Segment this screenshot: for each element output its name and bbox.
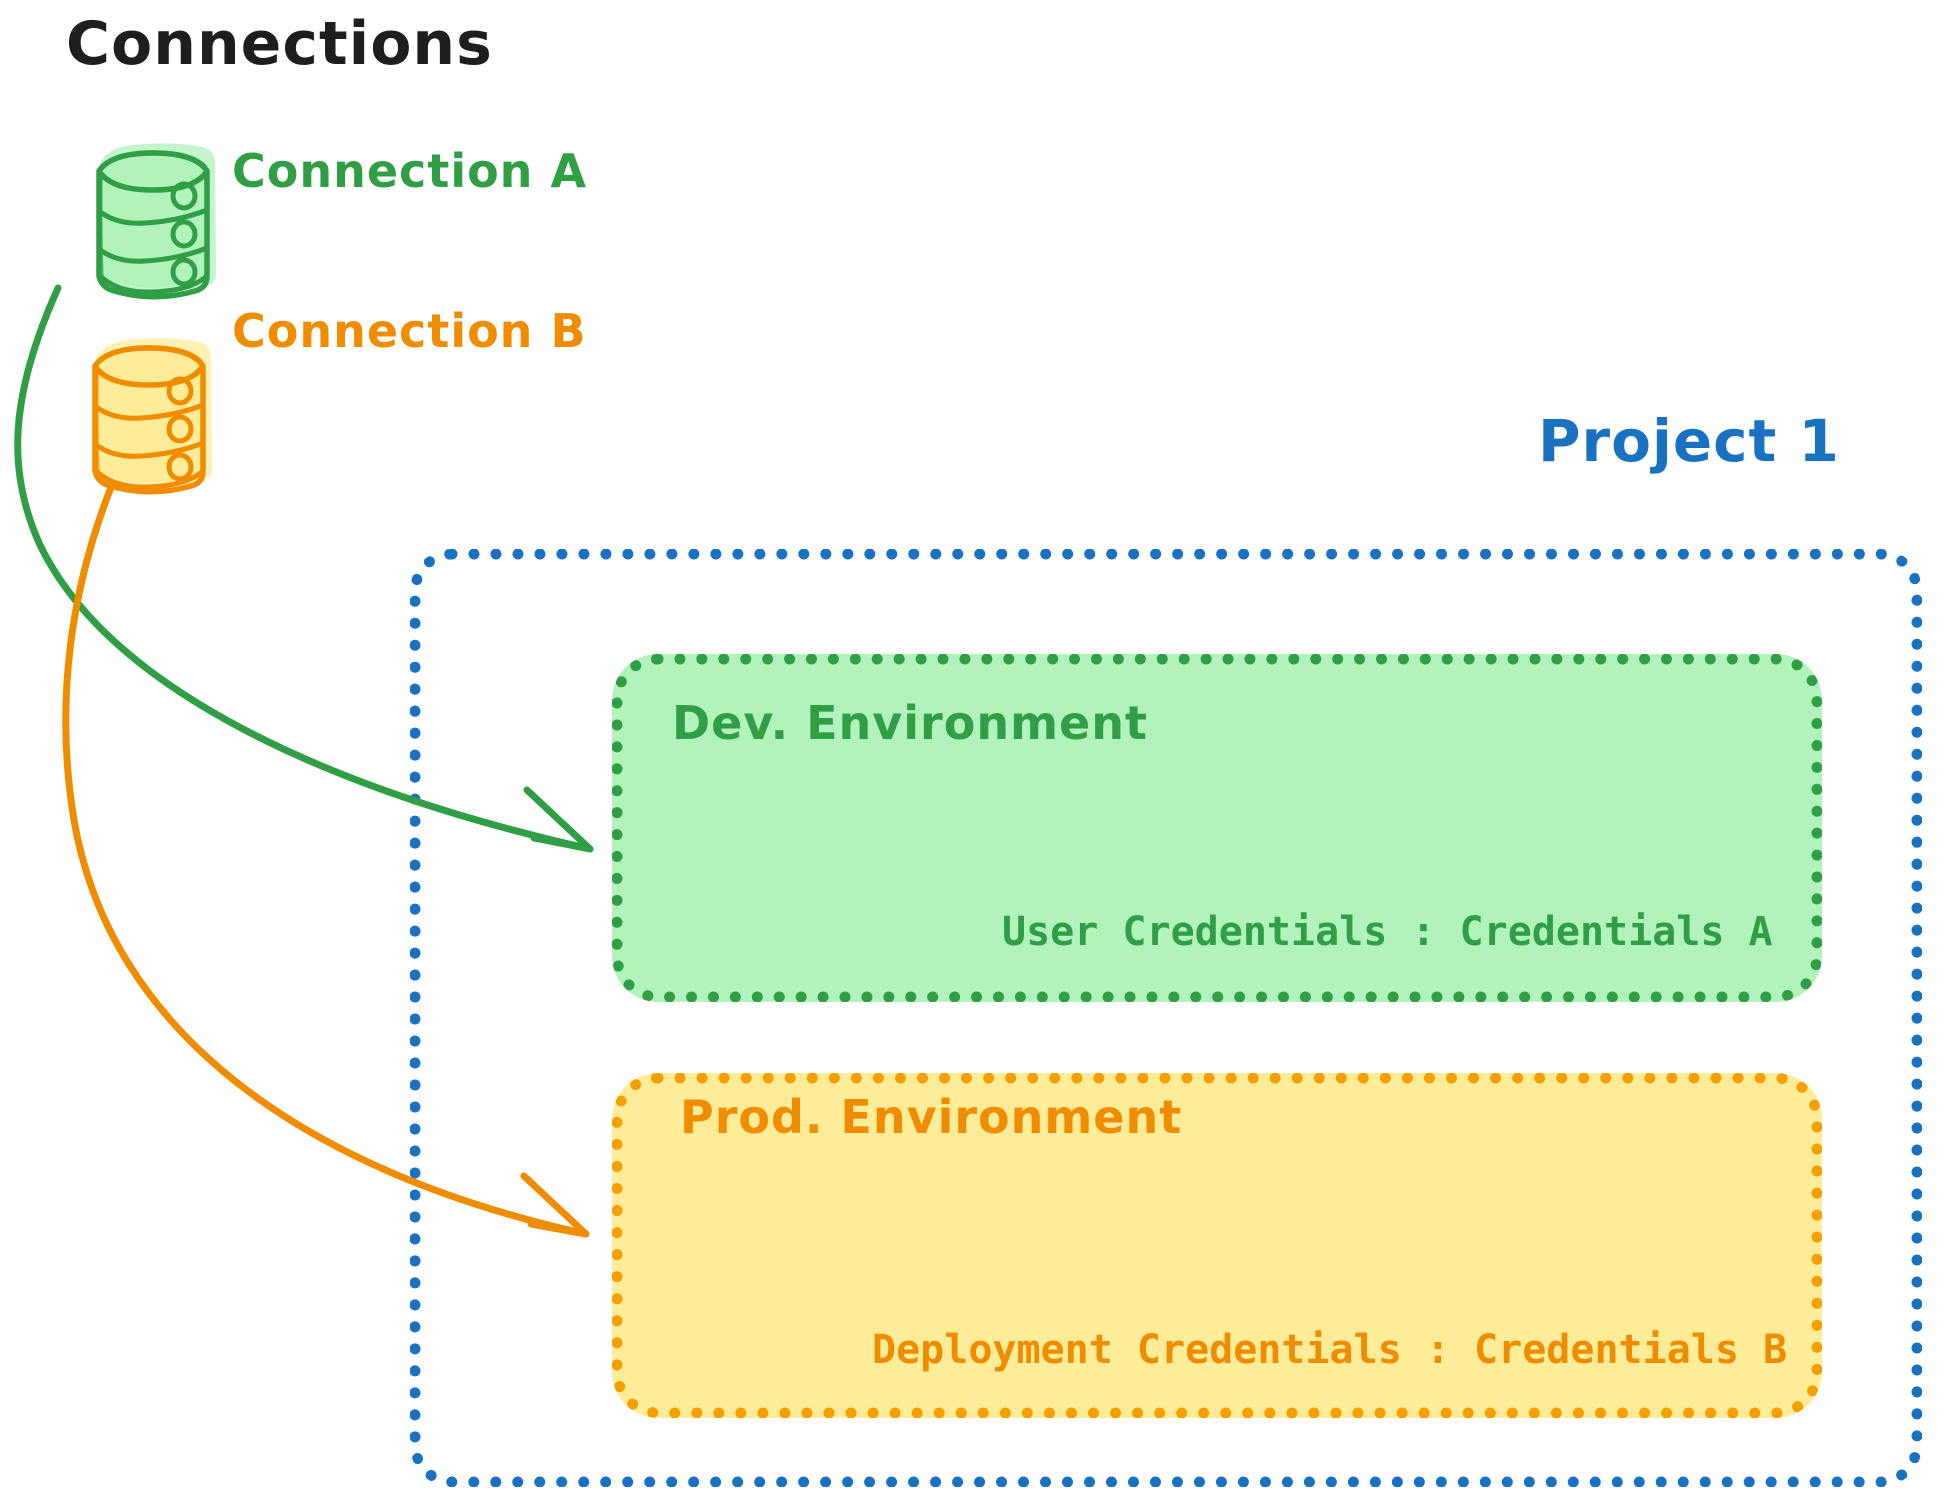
arrow-connection-b-to-prod-environment[interactable]: [62, 481, 590, 1238]
project-title: Project 1: [1538, 407, 1840, 475]
prod-environment-box[interactable]: [612, 1073, 1822, 1418]
page-title: Connections: [66, 9, 493, 79]
database-cylinder-icon-connection-a[interactable]: [96, 143, 216, 300]
project-container-box[interactable]: [410, 549, 1922, 1487]
dev-environment-heading: Dev. Environment: [672, 696, 1148, 750]
dev-environment-box[interactable]: [612, 654, 1822, 1002]
database-cylinder-icon-connection-b[interactable]: [92, 338, 212, 495]
connection-a-label[interactable]: Connection A: [232, 144, 588, 198]
prod-environment-heading: Prod. Environment: [680, 1090, 1183, 1144]
connection-b-label[interactable]: Connection B: [232, 304, 587, 358]
prod-environment-credentials: Deployment Credentials : Credentials B: [872, 1327, 1788, 1373]
dev-environment-credentials: User Credentials : Credentials A: [1002, 909, 1773, 955]
